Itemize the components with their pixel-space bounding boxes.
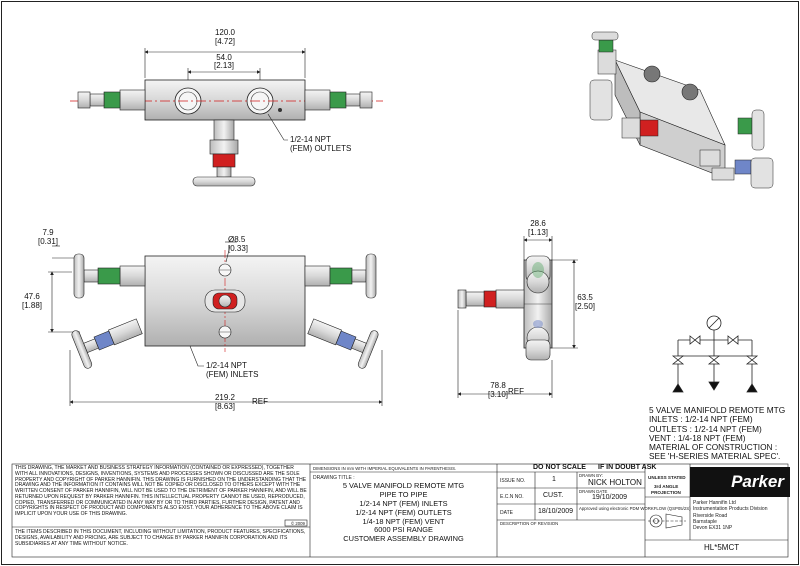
drawing-title-line: PIPE TO PIPE: [379, 489, 428, 499]
dim-vent-offset-in: [0.31]: [37, 237, 58, 246]
dim-hole-dia-in: [0.33]: [228, 244, 249, 253]
approval-note: Approved using electronic PDM WORKFLOW (…: [579, 506, 691, 511]
unless-stated: UNLESS STATED: [648, 475, 686, 480]
dim-overall-width: 120.0: [214, 28, 236, 37]
dim-side-length: 78.8: [490, 381, 506, 390]
title-block-grid: [11, 463, 789, 558]
revision-label: DESCRIPTION OF REVISION: [500, 521, 559, 526]
angle-line2: PROJECTION: [651, 490, 681, 495]
company-line: Riverside Road: [693, 512, 728, 519]
dim-side-ref-label: REF: [508, 387, 524, 396]
ecn-label: E.C.N NO.: [500, 494, 524, 500]
spec-line: SEE 'H-SERIES MATERIAL SPEC'.: [649, 451, 781, 462]
drawing-title-line: 1/4-18 NPT (FEM) VENT: [362, 516, 445, 526]
company-line: Barnstaple: [693, 518, 717, 525]
revision-date: 18/10/2009: [538, 508, 574, 515]
drawn-date: 19/10/2009: [592, 494, 628, 501]
dim-overall-length-in: [8.63]: [214, 402, 235, 411]
legal-notice: THIS DRAWING, THE MARKET AND BUSINESS ST…: [15, 465, 307, 517]
dim-ref-label: REF: [252, 397, 268, 406]
dim-hole-dia: Ø8.5: [228, 235, 246, 244]
drawing-title: 5 VALVE MANIFOLD REMOTE MTG PIPE TO PIPE…: [310, 481, 497, 544]
dim-overall-width-in: [4.72]: [214, 37, 235, 46]
spec-line: OUTLETS : 1/2-14 NPT (FEM): [649, 423, 762, 434]
spec-line: VENT : 1/4-18 NPT (FEM): [649, 432, 746, 443]
outlets-callout-2: (FEM) OUTLETS: [290, 144, 352, 153]
dim-inlet-spacing-in: [1.88]: [21, 301, 42, 310]
dim-inlet-spacing: 47.6: [24, 292, 40, 301]
spec-notes: 5 VALVE MANIFOLD REMOTE MTG INLETS : 1/2…: [649, 405, 786, 462]
top-view: [70, 48, 383, 187]
part-number: HL*5MCT: [704, 543, 740, 552]
drawing-title-line: 1/2-14 NPT (FEM) OUTLETS: [355, 507, 452, 517]
drawing-title-line: 5 VALVE MANIFOLD REMOTE MTG: [342, 481, 465, 490]
spec-line: INLETS : 1/2-14 NPT (FEM): [649, 414, 753, 425]
ecn-no: CUST.: [543, 492, 564, 499]
valve-schematic: [671, 315, 759, 393]
spec-line: 5 VALVE MANIFOLD REMOTE MTG: [649, 405, 786, 415]
issue-no-label: ISSUE NO.: [500, 478, 526, 484]
drawn-by: NICK HOLTON: [588, 478, 642, 487]
if-in-doubt: IF IN DOUBT ASK: [598, 464, 657, 471]
side-view: [457, 236, 578, 398]
company-line: Devon EX31 1NP: [693, 525, 733, 531]
company-line: Parker Hannifin Ltd: [693, 500, 736, 506]
isometric-view: [589, 31, 774, 189]
angle-line1: 3rd ANGLE: [654, 484, 679, 489]
drawing-title-line: CUSTOMER ASSEMBLY DRAWING: [343, 534, 464, 544]
dim-overall-length: 219.2: [214, 393, 236, 402]
spec-line: MATERIAL OF CONSTRUCTION :: [649, 442, 778, 453]
dim-body-depth: 28.6: [530, 219, 546, 228]
drawing-title-line: 6000 PSI RANGE: [374, 525, 433, 535]
copyright-year: © 2009: [291, 521, 305, 526]
company-line: Instrumentation Products Division: [693, 506, 768, 513]
dim-body-height-in: [2.50]: [574, 302, 595, 311]
inlets-callout-1: 1/2-14 NPT: [206, 361, 247, 370]
outlets-callout-1: 1/2-14 NPT: [290, 135, 331, 144]
front-view: [48, 241, 383, 406]
drawn-date-label: DRAWN DATE: [579, 489, 608, 494]
dim-body-depth-in: [1.13]: [527, 228, 548, 237]
dimensions-note: DIMENSIONS IN mm WITH IMPERIAL EQUIVALEN…: [313, 466, 457, 471]
drawn-by-label: DRAWN BY:: [579, 473, 603, 478]
company-address: Parker Hannifin Ltd Instrumentation Prod…: [693, 500, 767, 531]
dim-outlet-spacing: 54.0: [216, 53, 232, 62]
inlets-callout-2: (FEM) INLETS: [206, 370, 259, 379]
issue-no: 1: [552, 476, 556, 483]
dim-side-length-in: [3.10]: [487, 390, 508, 399]
projection-symbol: [648, 513, 686, 529]
drawing-title-label: DRAWING TITLE :: [313, 475, 355, 481]
drawing-title-line: 1/2-14 NPT (FEM) INLETS: [359, 498, 448, 508]
date-label: DATE: [500, 510, 513, 516]
parker-logo: Parker: [690, 467, 790, 497]
dim-outlet-spacing-in: [2.13]: [213, 61, 234, 70]
dim-vent-offset: 7.9: [42, 228, 54, 237]
change-disclaimer: THE ITEMS DESCRIBED IN THIS DOCUMENT, IN…: [15, 529, 306, 547]
dim-body-height: 63.5: [577, 293, 593, 302]
do-not-scale: DO NOT SCALE: [533, 464, 586, 471]
